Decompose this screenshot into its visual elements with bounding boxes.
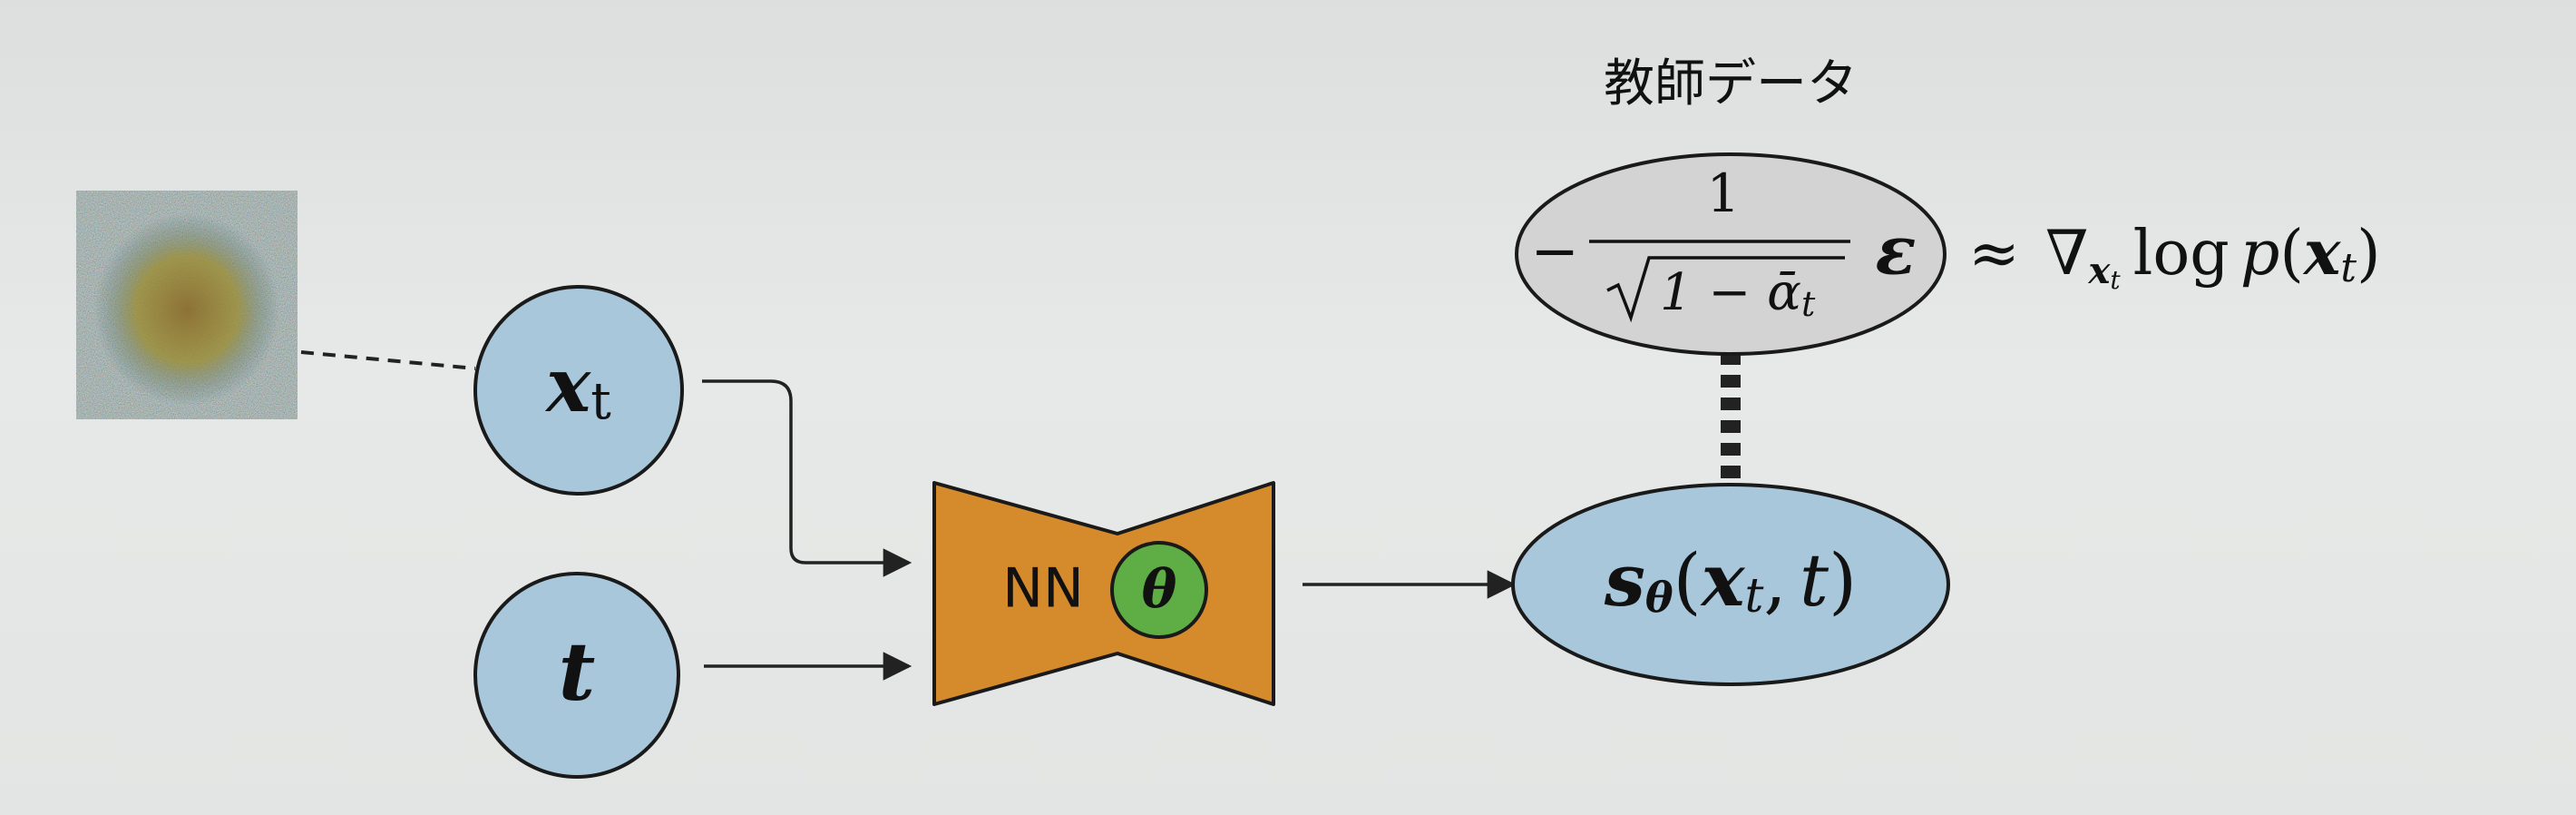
nabla-sub-sub: t (2110, 265, 2121, 295)
score-t: t (1800, 538, 1830, 623)
score-open-paren: ( (1673, 538, 1702, 623)
svg-text:sθ(xt,t): sθ(xt,t) (1604, 537, 1857, 624)
teacher-data-ellipse: − 1 1 − ᾱt ε (1515, 152, 1947, 356)
score-s-sub: θ (1645, 573, 1673, 622)
neural-network-block: NN θ (932, 481, 1275, 706)
approx-symbol: ≈ (1968, 218, 2020, 290)
teacher-epsilon: ε (1876, 212, 1917, 290)
teacher-sqrt-body: 1 − ᾱ (1660, 263, 1801, 322)
nabla-sub: x (2087, 250, 2111, 292)
approx-x: x (2302, 217, 2342, 290)
score-s: s (1604, 537, 1645, 623)
t-node: t (473, 572, 680, 779)
score-comma: , (1763, 538, 1786, 623)
svg-text:xt: xt (544, 342, 611, 430)
teacher-minus: − (1530, 219, 1579, 286)
nabla-symbol: ∇ (2045, 218, 2088, 290)
noisy-image-thumbnail (76, 191, 298, 419)
score-close-paren: ) (1829, 538, 1857, 623)
score-x: x (1700, 537, 1746, 623)
xt-node: xt (473, 285, 684, 496)
xt-node-sub: t (590, 372, 611, 431)
teacher-data-label: 教師データ (1604, 54, 1858, 113)
log-text: log (2133, 218, 2230, 290)
network-label: NN (1002, 557, 1084, 621)
p-text: p (2240, 218, 2280, 290)
teacher-numerator: 1 (1707, 162, 1741, 224)
score-x-sub: t (1744, 569, 1763, 624)
theta-label: θ (1142, 558, 1177, 620)
teacher-sqrt-sub: t (1801, 284, 1816, 324)
svg-text:1 − ᾱt: 1 − ᾱt (1660, 263, 1816, 324)
xt-to-network-arrow (702, 379, 912, 577)
score-node: sθ(xt,t) (1511, 483, 1950, 686)
image-to-xt-dashed-line (300, 350, 476, 370)
approx-open-paren: ( (2279, 218, 2304, 290)
theta-parameter-badge: θ (1110, 541, 1208, 639)
t-node-label: t (559, 624, 596, 719)
teacher-sqrt-sign (1606, 256, 1845, 323)
approx-x-sub: t (2340, 245, 2356, 291)
approx-close-paren: ) (2356, 218, 2381, 290)
xt-node-x: x (544, 342, 591, 429)
